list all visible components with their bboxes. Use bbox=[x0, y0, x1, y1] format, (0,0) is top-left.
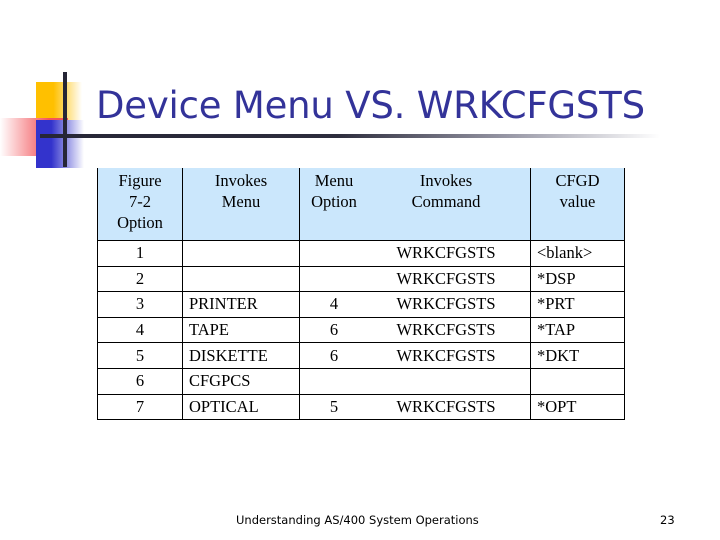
cell-invokes-command: WRKCFGSTS bbox=[396, 268, 496, 288]
cell-invokes-menu: DISKETTE bbox=[182, 342, 300, 369]
title-horizontal-rule bbox=[40, 134, 660, 138]
cell-invokes-menu: PRINTER bbox=[182, 291, 300, 318]
logo-blue-square bbox=[36, 120, 84, 168]
header-cfgd-line2: value bbox=[559, 192, 596, 212]
header-menu-option: Menu Option bbox=[300, 170, 368, 212]
cell-cfgd-value bbox=[530, 367, 625, 395]
cell-figure-option: 4 bbox=[97, 316, 183, 344]
cell-invokes-command: WRKCFGSTS bbox=[396, 320, 496, 340]
cell-cfgd-value: *DSP bbox=[530, 265, 625, 293]
cell-menu-option: 6 bbox=[329, 345, 339, 365]
header-invokes-menu: Invokes Menu bbox=[182, 168, 300, 241]
cell-invokes-menu: CFGPCS bbox=[182, 367, 300, 395]
cell-menu-option-and-command: 6 WRKCFGSTS bbox=[299, 342, 531, 369]
cell-menu-option-and-command: 4 WRKCFGSTS bbox=[299, 291, 531, 318]
cell-cfgd-value: <blank> bbox=[530, 240, 625, 267]
cell-cfgd-value: *TAP bbox=[530, 316, 625, 344]
header-invokes-command-line2: Command bbox=[411, 192, 481, 212]
cell-menu-option-and-command: WRKCFGSTS bbox=[299, 265, 531, 293]
table-row: 1 WRKCFGSTS <blank> bbox=[97, 240, 625, 267]
cell-invokes-menu bbox=[182, 240, 300, 267]
header-invokes-menu-line1: Invokes bbox=[214, 171, 268, 190]
table-header: Figure 7-2 Option Invokes Menu Menu Opti… bbox=[97, 168, 625, 241]
header-invokes-command: Invokes Command bbox=[368, 170, 530, 212]
header-invokes-menu-line2: Menu bbox=[221, 192, 261, 212]
logo-vertical-rule bbox=[63, 72, 67, 167]
header-menu-option-line1: Menu bbox=[314, 171, 354, 190]
cell-cfgd-value: *OPT bbox=[530, 393, 625, 421]
cell-menu-option: 6 bbox=[329, 320, 339, 340]
cell-invokes-command: WRKCFGSTS bbox=[396, 294, 496, 314]
cell-menu-option-and-command: 6 WRKCFGSTS bbox=[299, 316, 531, 344]
cell-cfgd-value: *DKT bbox=[530, 342, 625, 369]
cell-cfgd-value: *PRT bbox=[530, 291, 625, 318]
header-figure-line1: Figure bbox=[118, 171, 162, 190]
header-figure-option: Figure 7-2 Option bbox=[97, 168, 183, 241]
table-row: 2 WRKCFGSTS *DSP bbox=[97, 265, 625, 293]
cell-figure-option: 1 bbox=[97, 240, 183, 267]
header-menu-option-line2: Option bbox=[311, 192, 357, 212]
table-header-row: Figure 7-2 Option Invokes Menu Menu Opti… bbox=[97, 168, 625, 241]
header-cfgd-value: CFGD value bbox=[530, 168, 625, 241]
device-menu-comparison-table: Figure 7-2 Option Invokes Menu Menu Opti… bbox=[97, 168, 625, 421]
cell-figure-option: 3 bbox=[97, 291, 183, 318]
cell-invokes-menu bbox=[182, 265, 300, 293]
cell-menu-option-and-command: 5 WRKCFGSTS bbox=[299, 393, 531, 421]
page-number: 23 bbox=[660, 513, 675, 527]
cell-invokes-command: WRKCFGSTS bbox=[396, 396, 496, 416]
cell-menu-option-and-command bbox=[299, 367, 531, 395]
cell-figure-option: 2 bbox=[97, 265, 183, 293]
header-figure-line3: Option bbox=[117, 213, 163, 233]
cell-figure-option: 5 bbox=[97, 342, 183, 369]
cell-figure-option: 7 bbox=[97, 393, 183, 421]
cell-invokes-command: WRKCFGSTS bbox=[396, 243, 496, 263]
cell-invokes-command: WRKCFGSTS bbox=[396, 345, 496, 365]
header-invokes-command-line1: Invokes bbox=[419, 171, 473, 190]
cell-menu-option-and-command: WRKCFGSTS bbox=[299, 240, 531, 267]
cell-invokes-menu: TAPE bbox=[182, 316, 300, 344]
header-cfgd-line1: CFGD bbox=[555, 171, 600, 190]
cell-figure-option: 6 bbox=[97, 367, 183, 395]
cell-menu-option: 4 bbox=[329, 294, 339, 314]
cell-menu-option: 5 bbox=[329, 396, 339, 416]
header-menu-option-and-command: Menu Option Invokes Command bbox=[299, 168, 531, 241]
header-figure-line2: 7-2 bbox=[129, 192, 151, 212]
cell-invokes-menu: OPTICAL bbox=[182, 393, 300, 421]
logo-yellow-square bbox=[36, 82, 82, 124]
page-title: Device Menu VS. WRKCFGSTS bbox=[96, 84, 645, 127]
footer-title: Understanding AS/400 System Operations bbox=[236, 513, 479, 527]
